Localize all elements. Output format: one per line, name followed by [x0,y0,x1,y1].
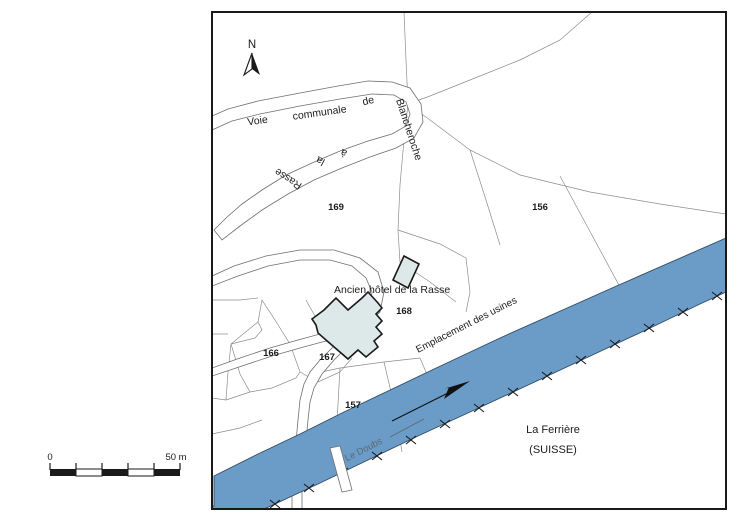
parcel-number-167: 167 [319,352,335,363]
road-label-word-voie: Voie [247,114,269,129]
parcel-number-166: 166 [263,348,279,359]
scale-bar-label-max: 50 m [165,452,186,463]
label-suisse: (SUISSE) [529,444,577,456]
parcel-number-169: 169 [328,202,344,213]
parcel-number-168: 168 [396,306,412,317]
label-la-ferriere: La Ferrière [526,424,580,436]
north-arrow-label: N [248,39,256,51]
north-arrow: N [242,39,260,77]
bridge [329,445,353,493]
map-frame [211,11,727,510]
parcel-number-157: 157 [345,400,361,411]
building-annex-168 [391,254,421,290]
road-voie-communale [212,80,424,241]
building-ancien-hotel [310,290,384,361]
label-ancien-hotel-de-la-rasse: Ancien hôtel de la Rasse [334,284,450,296]
road-label-word-de: de [361,94,375,109]
river-label-leader [389,418,425,438]
scale-bar-label-zero: 0 [47,452,52,463]
river-flow-arrow [391,381,470,422]
road-label-word-a: à [339,146,349,159]
river-le-doubs [212,208,726,509]
scale-bar: 0 50 m [47,452,187,477]
parcel-number-156: 156 [532,202,548,213]
